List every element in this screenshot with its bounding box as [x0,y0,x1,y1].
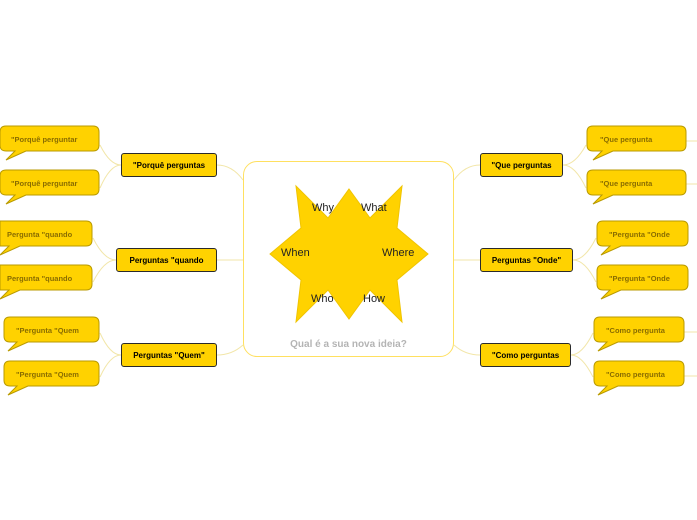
speech-bubble-icon [0,264,93,300]
leaf-onde-2[interactable]: "Pergunta "Onde [609,274,670,283]
connector-leaf [572,259,597,283]
speech-bubble-icon [596,220,689,256]
speech-bubble-icon [0,169,100,205]
leaf-porque-2[interactable]: "Porquê perguntar [11,179,78,188]
connector-leaf [570,354,594,378]
speech-bubbles-right [586,125,689,396]
connector-porque [216,164,244,181]
connector-como [453,344,481,356]
connector-leaf [92,259,117,283]
node-como-perguntas[interactable]: "Como perguntas [480,343,571,367]
node-porque-perguntas[interactable]: "Porquê perguntas [121,153,217,177]
leaf-quem-2[interactable]: "Pergunta "Quem [16,370,79,379]
connector-leaf [99,144,122,166]
connector-leaf [570,332,594,356]
speech-bubble-icon [586,125,687,161]
connector-leaf [92,237,117,261]
speech-bubble-icon [593,316,685,352]
leaf-como-2[interactable]: "Como pergunta [606,370,665,379]
star-label-what: What [361,202,387,214]
connectors [92,140,697,378]
node-perguntas-quem[interactable]: Perguntas "Quem" [121,343,217,367]
leaf-quando-2[interactable]: Pergunta "quando [7,274,73,283]
leaf-quem-1[interactable]: "Pergunta "Quem [16,326,79,335]
connector-leaf [99,164,122,189]
node-perguntas-quando[interactable]: Perguntas "quando [116,248,217,272]
leaf-onde-1[interactable]: "Pergunta "Onde [609,230,670,239]
connector-que [453,164,481,181]
speech-bubble-icon [3,316,100,352]
leaf-porque-1[interactable]: "Porquê perguntar [11,135,78,144]
leaf-como-1[interactable]: "Como pergunta [606,326,665,335]
six-point-star-icon [269,184,429,324]
central-topic-title: Qual é a sua nova ideia? [290,339,407,350]
speech-bubble-icon [586,169,687,205]
connector-leaf [99,354,122,378]
star-label-who: Who [311,293,334,305]
speech-bubbles [0,125,100,396]
star-label-when: When [281,247,310,259]
speech-bubble-icon [0,125,100,161]
speech-bubble-icon [596,264,689,300]
leaf-que-2[interactable]: "Que pergunta [600,179,653,188]
connector-leaf [562,144,587,166]
speech-bubble-icon [0,220,93,256]
star-label-how: How [363,293,386,305]
connector-leaf [572,237,597,261]
star-label-why: Why [312,202,334,214]
speech-bubble-icon [3,360,100,396]
speech-bubble-icon [593,360,685,396]
leaf-que-1[interactable]: "Que pergunta [600,135,653,144]
connector-leaf [99,332,122,356]
leaf-quando-1[interactable]: Pergunta "quando [7,230,73,239]
node-que-perguntas[interactable]: "Que perguntas [480,153,563,177]
connector-leaf [562,164,587,189]
node-perguntas-onde[interactable]: Perguntas "Onde" [480,248,573,272]
star-label-where: Where [382,247,415,259]
connector-quem [216,344,244,356]
